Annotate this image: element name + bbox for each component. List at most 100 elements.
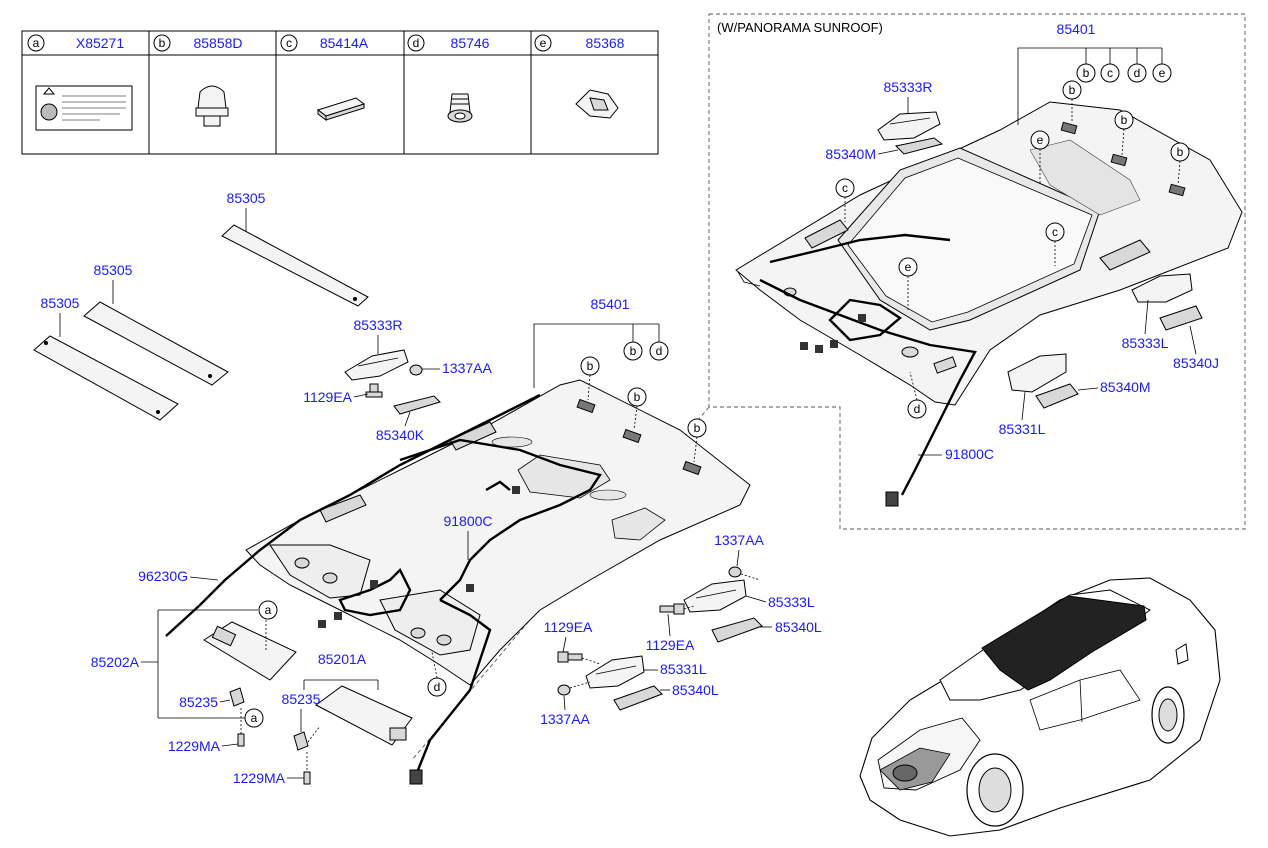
legend-part-number: 85858D	[193, 35, 242, 51]
svg-text:d: d	[656, 344, 663, 358]
label-sunroof-handle-bracket-l: 85333L	[1122, 335, 1169, 351]
label-handle-l-low: 85340L	[672, 682, 719, 698]
label-sunroof-handle-l2: 85340M	[1100, 379, 1151, 395]
legend-col-c: c 85414A	[280, 34, 369, 121]
sunroof-handle-l	[1159, 305, 1203, 331]
clip-icon	[195, 85, 229, 127]
pad-85305-low	[33, 335, 179, 421]
sunroof-handle-bracket-r	[877, 111, 941, 141]
label-bracket-l-low: 85331L	[660, 661, 707, 677]
legend-col-a: a X85271	[27, 34, 133, 131]
svg-text:d: d	[434, 680, 441, 694]
label-sunroof-wire: 91800C	[945, 446, 994, 462]
pad-85305-mid	[83, 301, 229, 386]
sunroof-handle-l2	[1035, 383, 1079, 409]
screw-l	[237, 733, 245, 747]
label-bolt-l-top: 1129EA	[646, 637, 695, 653]
bracket-clip-icon	[575, 89, 619, 119]
label-handle-l-top: 85340L	[775, 619, 822, 635]
svg-text:e: e	[905, 260, 912, 274]
svg-text:e: e	[1037, 133, 1044, 147]
main-headliner-callouts: b d	[623, 341, 669, 361]
legend-col-b: b 85858D	[153, 34, 243, 127]
screw-r	[303, 771, 311, 785]
svg-text:b: b	[587, 359, 594, 373]
svg-text:a: a	[265, 603, 272, 617]
label-screw-r: 1229MA	[233, 770, 286, 786]
callout-letter: c	[286, 36, 292, 50]
callout-letter: a	[33, 36, 40, 50]
label-sunroof-bracket-l: 85331L	[999, 421, 1046, 437]
svg-text:b: b	[1083, 66, 1090, 80]
main-wiring	[165, 393, 602, 785]
pad-85305-top	[221, 224, 369, 307]
nut-l-top	[728, 566, 742, 578]
callout-letter: b	[159, 36, 166, 50]
legend-part-number: 85746	[451, 35, 490, 51]
visor-l	[203, 621, 297, 681]
label-sunroof-handle-r: 85340M	[825, 146, 876, 162]
warning-label-icon	[35, 85, 133, 131]
main-headliner	[245, 379, 751, 686]
svg-text:b: b	[630, 344, 637, 358]
label-visor-assy-l: 85202A	[91, 654, 140, 670]
sunroof-handle-r	[894, 137, 944, 155]
svg-text:c: c	[1107, 66, 1113, 80]
label-pad-2: 85305	[94, 262, 133, 278]
label-bracket-l-top: 85333L	[768, 594, 815, 610]
label-main-handle-r: 85340K	[376, 427, 425, 443]
sunroof-wire-connectors	[800, 314, 866, 353]
callout-letter: e	[540, 36, 547, 50]
label-pad-3: 85305	[41, 295, 80, 311]
pad-icon	[316, 97, 366, 121]
label-sunroof-handle-l: 85340J	[1173, 355, 1219, 371]
svg-text:b: b	[1121, 113, 1128, 127]
bracket-l-top	[683, 579, 747, 613]
bolt-l-top	[659, 603, 685, 615]
sunroof-box-title: (W/PANORAMA SUNROOF)	[717, 20, 883, 35]
svg-text:b: b	[1177, 145, 1184, 159]
legend-col-d: d 85746	[407, 34, 490, 123]
visor-callouts: a a	[244, 600, 278, 728]
visor-clip-l	[229, 687, 245, 707]
sunroof-variant-box: (W/PANORAMA SUNROOF)	[411, 13, 1246, 761]
label-nut-l-top: 1337AA	[714, 532, 764, 548]
label-visor-clip-r: 85235	[282, 691, 321, 707]
car-illustration	[859, 577, 1221, 837]
label-main-bolt-r: 1129EA	[303, 389, 352, 405]
nut-l-low	[557, 684, 571, 696]
label-main-harness: 96230G	[138, 568, 188, 584]
label-main-nut-r: 1337AA	[442, 360, 492, 376]
sunroof-headliner-callouts: b c d e	[1076, 63, 1172, 83]
legend-col-e: e 85368	[534, 34, 625, 119]
legend-table: a X85271 b 85858D	[21, 30, 659, 155]
sunroof-headliner	[735, 101, 1243, 507]
label-main-wire: 91800C	[443, 513, 492, 529]
bracket-l-low	[585, 655, 645, 689]
legend-part-number: 85414A	[320, 35, 369, 51]
svg-text:c: c	[1052, 225, 1058, 239]
label-visor-r: 85201A	[318, 651, 367, 667]
svg-text:a: a	[251, 711, 258, 725]
main-nut-r	[409, 364, 423, 376]
main-bolt-r	[365, 383, 383, 398]
legend-part-number: 85368	[586, 35, 625, 51]
label-main-headliner: 85401	[591, 296, 630, 312]
main-handle-bracket-r	[344, 349, 409, 381]
svg-text:d: d	[914, 402, 921, 416]
svg-text:c: c	[842, 181, 848, 195]
svg-text:b: b	[694, 421, 701, 435]
svg-text:b: b	[634, 390, 641, 404]
visor-r	[315, 685, 413, 746]
callout-letter: d	[413, 36, 420, 50]
label-screw-l: 1229MA	[168, 738, 221, 754]
visor-clip-r	[293, 731, 309, 751]
svg-text:b: b	[1069, 83, 1076, 97]
label-sunroof-handle-bracket-r: 85333R	[883, 79, 932, 95]
sunroof-on-part-callouts: b b b c c e e d	[835, 80, 1190, 419]
label-pad-1: 85305	[227, 190, 266, 206]
handle-l-top	[711, 617, 763, 643]
main-handle-r	[393, 395, 441, 415]
label-bolt-l-low: 1129EA	[544, 619, 593, 635]
